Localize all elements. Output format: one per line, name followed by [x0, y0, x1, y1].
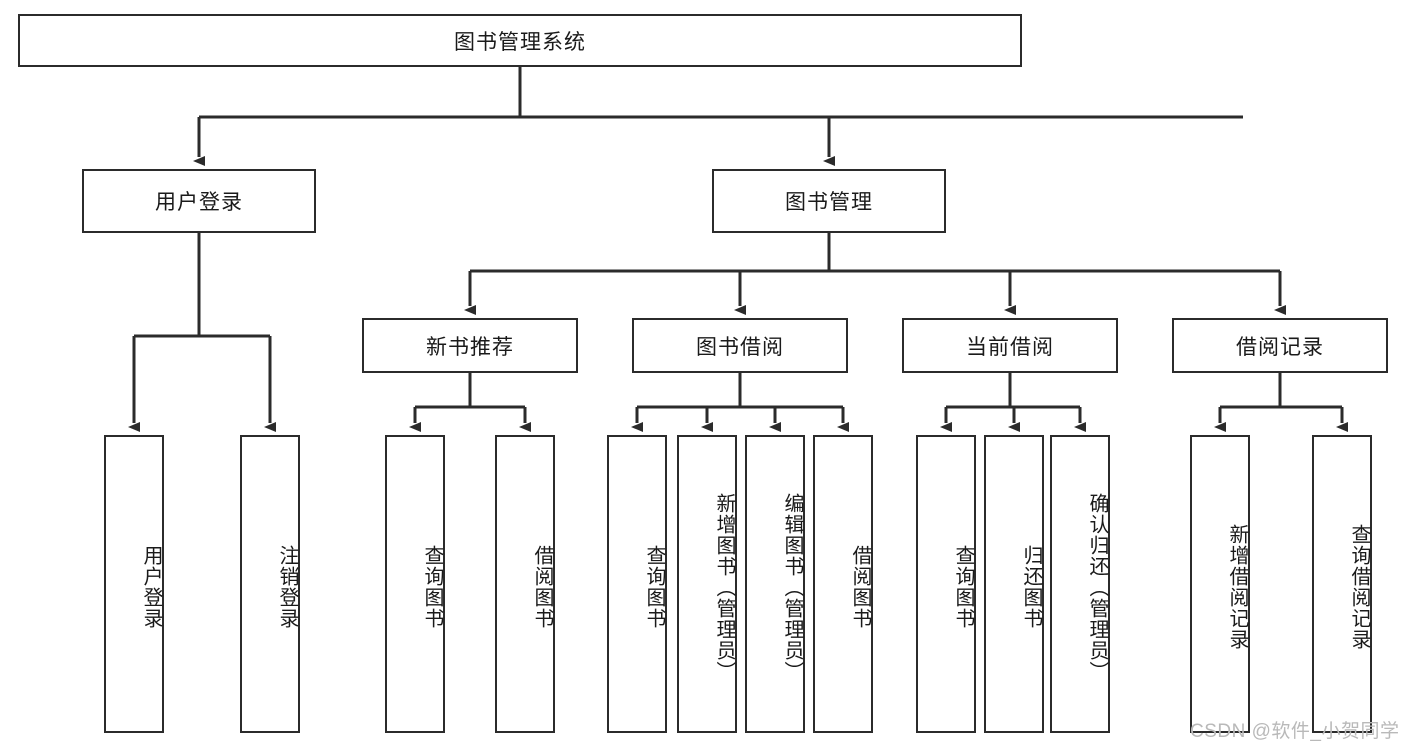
- leaf-current-borrow-confirm-return[interactable]: 确认归还（管理员）: [1050, 435, 1110, 733]
- edges-book-manage: [464, 233, 1286, 315]
- node-label: 查询借阅记录: [1348, 524, 1370, 650]
- edges-level1: [193, 67, 1243, 166]
- node-root-system[interactable]: 图书管理系统: [18, 14, 1022, 67]
- leaf-book-borrow-query-book[interactable]: 查询图书: [607, 435, 667, 733]
- node-label: 用户登录: [140, 545, 162, 629]
- node-book-management[interactable]: 图书管理: [712, 169, 946, 233]
- edges-current-borrow: [940, 373, 1086, 432]
- node-current-borrow[interactable]: 当前借阅: [902, 318, 1118, 373]
- edges-book-borrow: [631, 373, 849, 432]
- watermark-text: CSDN @软件_小贺同学: [1190, 721, 1400, 742]
- node-label: 查询图书: [643, 545, 665, 629]
- node-label: 新书推荐: [426, 335, 514, 359]
- edges-user-login: [128, 233, 276, 432]
- node-label: 查询图书: [421, 545, 443, 629]
- node-label: 归还图书: [1020, 545, 1042, 629]
- node-label: 编辑图书（管理员）: [781, 492, 803, 682]
- leaf-current-borrow-return-book[interactable]: 归还图书: [984, 435, 1044, 733]
- leaf-borrow-record-query-record[interactable]: 查询借阅记录: [1312, 435, 1372, 733]
- node-label: 新增借阅记录: [1226, 524, 1248, 650]
- node-book-borrow[interactable]: 图书借阅: [632, 318, 848, 373]
- leaf-book-borrow-edit-book[interactable]: 编辑图书（管理员）: [745, 435, 805, 733]
- node-label: 新增图书（管理员）: [713, 492, 735, 682]
- node-label: 借阅图书: [849, 545, 871, 629]
- node-label: 借阅记录: [1236, 335, 1324, 359]
- leaf-book-borrow-borrow-book[interactable]: 借阅图书: [813, 435, 873, 733]
- edges-borrow-record: [1214, 373, 1348, 432]
- node-label: 查询图书: [952, 545, 974, 629]
- leaf-borrow-record-add-record[interactable]: 新增借阅记录: [1190, 435, 1250, 733]
- node-label: 图书管理: [785, 191, 873, 214]
- node-label: 图书借阅: [696, 335, 784, 359]
- edges-new-book: [409, 373, 531, 432]
- leaf-book-borrow-add-book[interactable]: 新增图书（管理员）: [677, 435, 737, 733]
- node-label: 图书管理系统: [454, 30, 586, 54]
- node-label: 借阅图书: [531, 545, 553, 629]
- leaf-new-book-query-book[interactable]: 查询图书: [385, 435, 445, 733]
- leaf-current-borrow-query-book[interactable]: 查询图书: [916, 435, 976, 733]
- node-label: 当前借阅: [966, 335, 1054, 359]
- node-label: 确认归还（管理员）: [1086, 492, 1108, 682]
- node-user-login[interactable]: 用户登录: [82, 169, 316, 233]
- node-borrow-record[interactable]: 借阅记录: [1172, 318, 1388, 373]
- node-new-book-recommend[interactable]: 新书推荐: [362, 318, 578, 373]
- leaf-new-book-borrow-book[interactable]: 借阅图书: [495, 435, 555, 733]
- node-label: 用户登录: [155, 191, 243, 214]
- node-label: 注销登录: [276, 545, 298, 629]
- leaf-user-login-login[interactable]: 用户登录: [104, 435, 164, 733]
- leaf-user-login-logout[interactable]: 注销登录: [240, 435, 300, 733]
